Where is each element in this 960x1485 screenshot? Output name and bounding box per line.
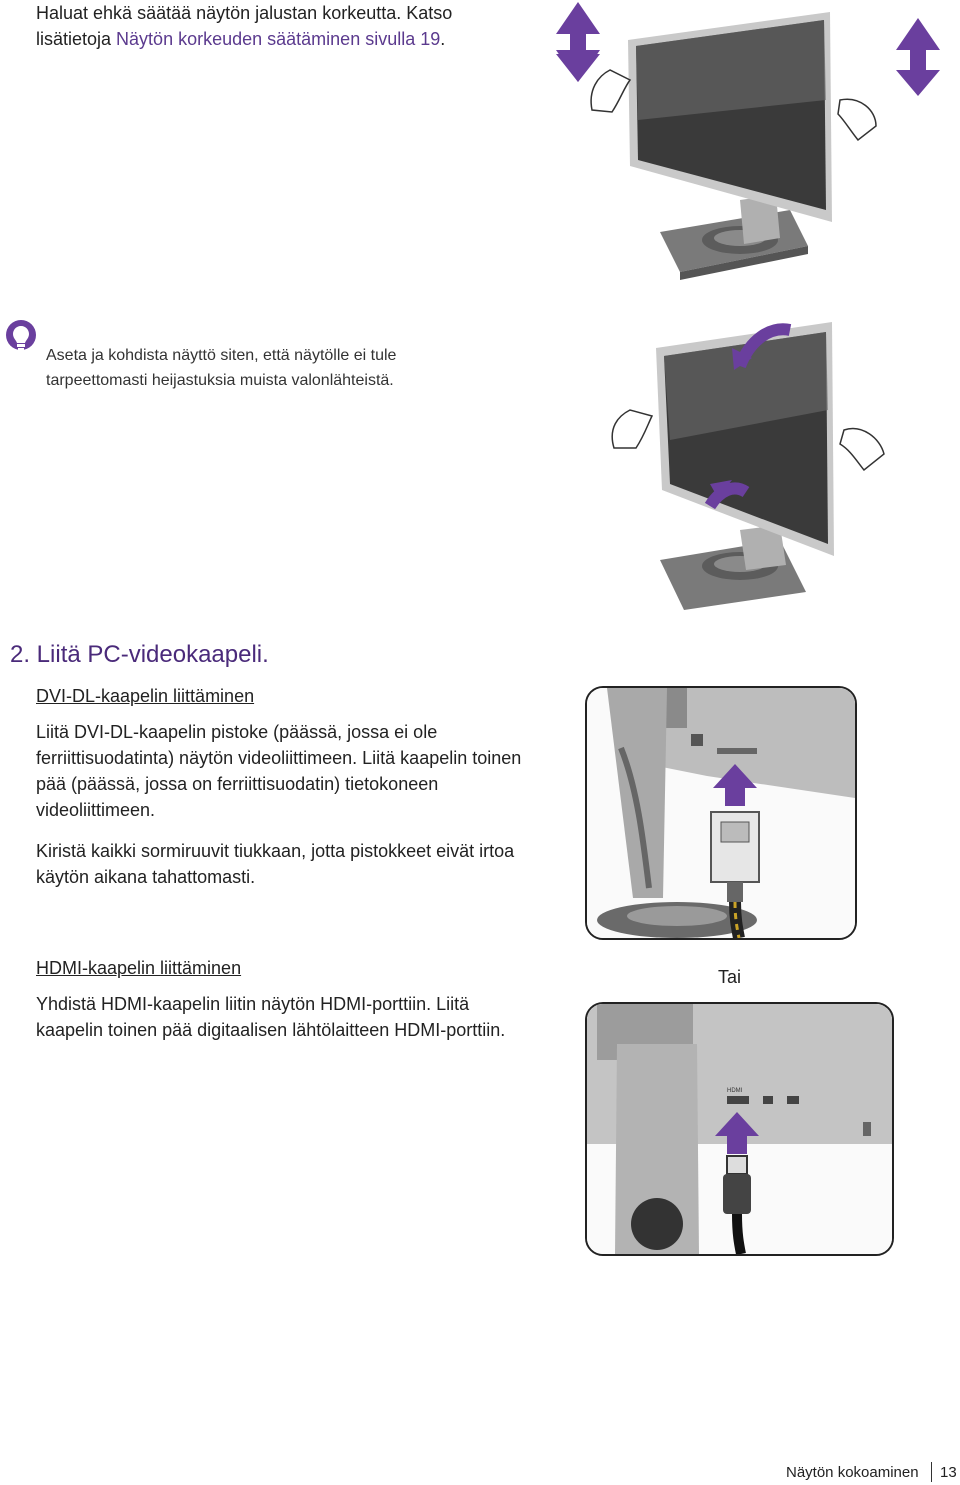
page-number: 13 — [940, 1464, 957, 1481]
height-adjust-link[interactable]: Näytön korkeuden säätäminen sivulla 19 — [116, 29, 441, 49]
up-arrow-icon — [715, 1112, 759, 1154]
dvi-paragraph-2: Kiristä kaikki sormiruuvit tiukkaan, jot… — [36, 841, 515, 887]
hdmi-port-label: HDMI — [727, 1088, 743, 1094]
up-down-arrow-icon — [896, 18, 940, 96]
lightbulb-icon — [4, 318, 38, 358]
intro-text: Haluat ehkä säätää näytön jalustan korke… — [36, 3, 453, 49]
up-arrow-icon — [713, 764, 757, 806]
hdmi-paragraph: Yhdistä HDMI-kaapelin liitin näytön HDMI… — [36, 994, 506, 1040]
tilt-illustration — [600, 320, 900, 620]
dvi-subheading: DVI-DL-kaapelin liittäminen — [36, 686, 255, 706]
or-separator: Tai — [718, 967, 742, 987]
hdmi-subheading: HDMI-kaapelin liittäminen — [36, 958, 242, 978]
step2-heading: 2. Liitä PC-videokaapeli. — [10, 641, 269, 668]
intro-paragraph: Haluat ehkä säätää näytön jalustan korke… — [36, 0, 506, 52]
footer-section: Näytön kokoaminen — [786, 1464, 919, 1481]
height-adjust-illustration — [540, 0, 960, 300]
up-down-arrow-icon — [556, 2, 600, 82]
dvi-paragraph-1: Liitä DVI-DL-kaapelin pistoke (päässä, j… — [36, 722, 522, 820]
tip-text: Aseta ja kohdista näyttö siten, että näy… — [46, 347, 397, 389]
intro-text-end: . — [440, 29, 446, 49]
dvi-connection-illustration — [585, 686, 857, 940]
hdmi-connection-illustration: HDMI — [585, 1002, 894, 1256]
footer-divider — [931, 1462, 932, 1482]
